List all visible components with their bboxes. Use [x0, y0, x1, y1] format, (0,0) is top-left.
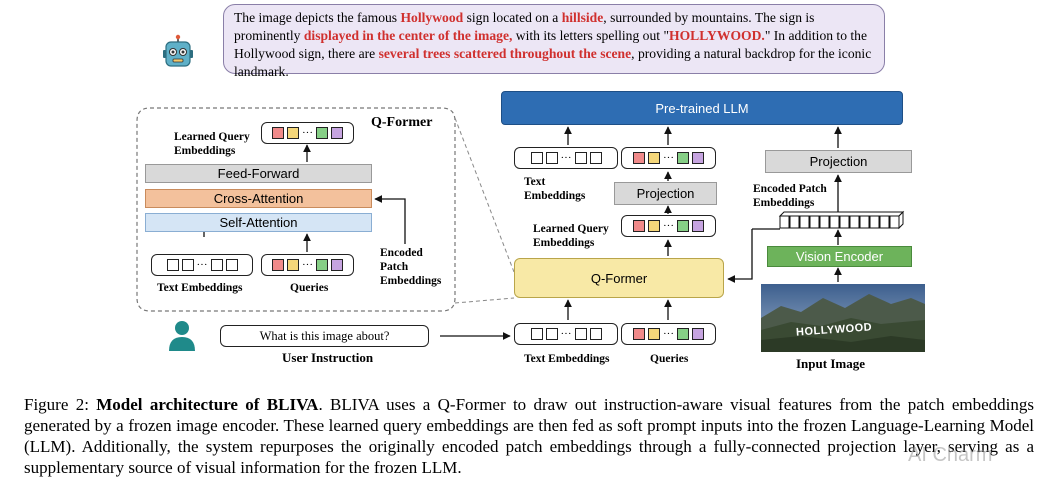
token-blank — [530, 328, 543, 340]
bubble-text: " In addition to the Hollywood sign, the… — [234, 28, 868, 61]
feed-forward-block: Feed-Forward — [145, 164, 372, 183]
token-green — [677, 220, 689, 232]
user-icon — [169, 321, 195, 351]
input-image-label: Input Image — [796, 356, 865, 371]
token-blank — [545, 152, 558, 164]
right-encoded-patch-label: Encoded Patch Embeddings — [753, 183, 827, 209]
token-green — [316, 259, 328, 271]
user-instruction-label: User Instruction — [282, 350, 374, 365]
caption-body: . BLIVA uses a Q-Former to draw out inst… — [24, 395, 1034, 477]
token-yellow — [648, 220, 660, 232]
token-purple — [331, 259, 343, 271]
token-blank — [210, 259, 223, 271]
qformer-detail-title: Q-Former — [371, 115, 433, 130]
main-learned-query-label: Learned Query Embeddings — [533, 223, 609, 249]
token-blank — [530, 152, 543, 164]
main-text-tokens-top: ··· — [514, 147, 618, 169]
main-text-embeddings-label: Text Embeddings — [524, 176, 586, 202]
bubble-text: , providing a natural backdrop for the i… — [234, 46, 872, 79]
watermark-text: AI Charm — [908, 444, 993, 466]
token-blank — [574, 328, 587, 340]
token-purple — [331, 127, 343, 139]
caption-bold: Model architecture of BLIVA — [96, 395, 319, 414]
detail-text-embeddings-label: Text Embeddings — [157, 282, 243, 294]
token-yellow — [648, 152, 660, 164]
detail-encoded-patch-label: Encoded Patch Embeddings — [380, 247, 442, 287]
figure-caption: Figure 2: Model architecture of BLIVA. B… — [24, 394, 1034, 478]
detail-queries-label: Queries — [290, 282, 329, 294]
token-blank — [181, 259, 194, 271]
hollywood-input-image — [761, 284, 925, 352]
token-purple — [692, 220, 704, 232]
main-query-tokens-top: ··· — [621, 147, 716, 169]
token-purple — [692, 328, 704, 340]
detail-query-tokens: ··· — [261, 254, 354, 276]
detail-learned-query-label: Learned Query Embeddings — [174, 131, 250, 157]
patch-embeddings-stack — [778, 210, 905, 230]
token-green — [677, 328, 689, 340]
llm-response-bubble: The image depicts the famous Hollywood s… — [223, 4, 885, 79]
detail-text-tokens: ··· — [151, 254, 253, 276]
main-text-embeddings-bottom-label: Text Embeddings — [524, 353, 610, 365]
bubble-text: , surrounded by mountains. The sign is p… — [234, 10, 815, 43]
token-yellow — [648, 328, 660, 340]
token-yellow — [287, 127, 299, 139]
token-red — [633, 328, 645, 340]
bubble-highlight: HOLLYWOOD. — [669, 28, 765, 43]
bubble-highlight: several trees scattered throughout the s… — [378, 46, 632, 61]
robot-icon — [163, 34, 193, 67]
token-red — [272, 127, 284, 139]
main-text-tokens-bottom: ··· — [514, 323, 618, 345]
token-red — [272, 259, 284, 271]
token-yellow — [287, 259, 299, 271]
token-green — [316, 127, 328, 139]
projection-mid-block: Projection — [614, 182, 717, 205]
caption-prefix: Figure 2: — [24, 395, 97, 414]
detail-arrow-patch — [374, 195, 406, 244]
detail-learned-query-tokens: ··· — [261, 122, 354, 144]
token-blank — [225, 259, 238, 271]
user-instruction-box: What is this image about? — [220, 325, 429, 347]
token-ellipsis: ··· — [302, 259, 313, 271]
token-blank — [545, 328, 558, 340]
bubble-highlight: Hollywood — [400, 10, 464, 25]
pretrained-llm-block: Pre-trained LLM — [501, 91, 903, 125]
token-ellipsis: ··· — [663, 328, 674, 340]
bubble-highlight: displayed in the center of the image, — [303, 28, 513, 43]
token-red — [633, 220, 645, 232]
token-ellipsis: ··· — [196, 259, 208, 271]
cross-attention-block: Cross-Attention — [145, 189, 372, 208]
main-query-tokens-bottom: ··· — [621, 323, 716, 345]
token-blank — [166, 259, 179, 271]
main-learned-query-tokens: ··· — [621, 215, 716, 237]
token-purple — [692, 152, 704, 164]
token-ellipsis: ··· — [560, 328, 572, 340]
token-blank — [574, 152, 587, 164]
qformer-block: Q-Former — [514, 258, 724, 298]
projection-right-block: Projection — [765, 150, 912, 173]
self-attention-block: Self-Attention — [145, 213, 372, 232]
zoom-link-top — [454, 117, 515, 273]
main-queries-bottom-label: Queries — [650, 353, 689, 365]
token-blank — [589, 328, 602, 340]
token-ellipsis: ··· — [302, 127, 313, 139]
token-ellipsis: ··· — [560, 152, 572, 164]
token-green — [677, 152, 689, 164]
bubble-text: sign located on a — [463, 10, 562, 25]
bubble-text: The image depicts the famous — [234, 10, 401, 25]
token-red — [633, 152, 645, 164]
bubble-highlight: hillside — [561, 10, 604, 25]
token-ellipsis: ··· — [663, 152, 674, 164]
bubble-text: with its letters spelling out " — [512, 28, 669, 43]
token-blank — [589, 152, 602, 164]
token-ellipsis: ··· — [663, 220, 674, 232]
vision-encoder-block: Vision Encoder — [767, 246, 912, 267]
zoom-link-bottom — [454, 297, 515, 304]
arrow-patch-to-qformer — [727, 229, 753, 283]
